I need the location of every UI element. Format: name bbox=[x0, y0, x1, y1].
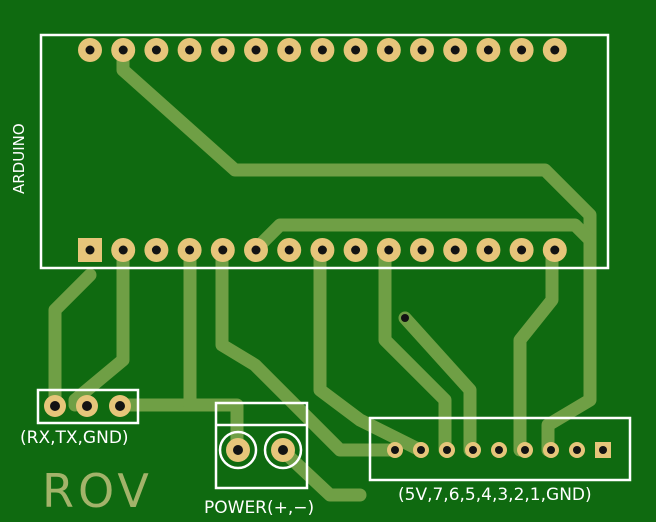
arduino-bottom-pad-drill bbox=[351, 245, 361, 255]
arduino-top-pad-drill bbox=[417, 45, 427, 55]
arduino-top-pad-drill bbox=[384, 45, 394, 55]
trace-pin5 bbox=[215, 243, 402, 457]
power-pad-plus-drill bbox=[233, 445, 243, 455]
arduino-bottom-pad-drill bbox=[151, 245, 161, 255]
trace-pin6 bbox=[248, 218, 597, 367]
arduino-bottom-pad-drill bbox=[317, 245, 327, 255]
io-pad-drill bbox=[599, 446, 607, 454]
io-pad-drill bbox=[547, 446, 555, 454]
arduino-top-pad-drill bbox=[517, 45, 527, 55]
io-pad-drill bbox=[495, 446, 503, 454]
arduino-top-pad-drill bbox=[218, 45, 228, 55]
arduino-bottom-pad-drill bbox=[251, 245, 261, 255]
power-label: POWER(+,−) bbox=[204, 498, 315, 518]
uart-pad-drill bbox=[50, 401, 60, 411]
trace-pin-via bbox=[398, 311, 477, 457]
arduino-top-pad-drill bbox=[251, 45, 261, 55]
arduino-bottom-pad-drill bbox=[450, 245, 460, 255]
io-pad-drill bbox=[443, 446, 451, 454]
uart-pad-drill bbox=[82, 401, 92, 411]
io-pad-drill bbox=[417, 446, 425, 454]
via bbox=[401, 314, 409, 322]
power-terminal-ring-minus bbox=[263, 430, 303, 470]
arduino-top-pad-drill bbox=[483, 45, 493, 55]
trace-pin8 bbox=[313, 243, 427, 457]
power-terminal-ring-plus bbox=[218, 430, 258, 470]
arduino-bottom-pad-drill bbox=[85, 245, 95, 255]
trace-power-plus bbox=[183, 398, 244, 457]
io-label: (5V,7,6,5,4,3,2,1,GND) bbox=[398, 485, 592, 505]
arduino-top-pad-drill bbox=[550, 45, 560, 55]
arduino-top-pad-drill bbox=[118, 45, 128, 55]
trace-layer bbox=[48, 45, 597, 502]
arduino-top-pad-drill bbox=[185, 45, 195, 55]
arduino-top-pad-drill bbox=[151, 45, 161, 55]
arduino-top-pad-drill bbox=[317, 45, 327, 55]
trace-power-minus bbox=[275, 443, 367, 502]
power-terminal-outline bbox=[214, 401, 309, 490]
trace-pin1-uart bbox=[48, 268, 97, 412]
trace-right-drop bbox=[541, 353, 597, 457]
arduino-top-pad-drill bbox=[284, 45, 294, 55]
power-pad-minus-drill bbox=[278, 445, 288, 455]
trace-gnd-bus bbox=[113, 243, 197, 412]
arduino-top-pad-drill bbox=[351, 45, 361, 55]
io-pad-drill bbox=[469, 446, 477, 454]
arduino-bottom-pad-drill bbox=[550, 245, 560, 255]
arduino-label: ARDUINO bbox=[10, 123, 28, 194]
arduino-bottom-pad-drill bbox=[483, 245, 493, 255]
rov-label: ROV bbox=[42, 464, 153, 518]
arduino-bottom-pad-drill bbox=[517, 245, 527, 255]
arduino-top-pad-drill bbox=[450, 45, 460, 55]
pad-layer bbox=[44, 38, 611, 462]
arduino-bottom-pad-drill bbox=[384, 245, 394, 255]
io-header-outline bbox=[368, 416, 632, 482]
trace-pin14 bbox=[513, 243, 559, 457]
trace-pin2-uart bbox=[68, 243, 130, 412]
io-pad-drill bbox=[573, 446, 581, 454]
arduino-bottom-pad-drill bbox=[118, 245, 128, 255]
arduino-bottom-pad-drill bbox=[185, 245, 195, 255]
arduino-bottom-pad-drill bbox=[218, 245, 228, 255]
arduino-outline bbox=[39, 33, 610, 270]
io-pad-drill bbox=[391, 446, 399, 454]
trace-pin10 bbox=[378, 243, 452, 457]
io-pad-drill bbox=[521, 446, 529, 454]
arduino-bottom-pad-drill bbox=[417, 245, 427, 255]
uart-pad-drill bbox=[115, 401, 125, 411]
arduino-top-pad-drill bbox=[85, 45, 95, 55]
silkscreen-layer bbox=[36, 33, 632, 490]
uart-label: (RX,TX,GND) bbox=[20, 428, 129, 448]
arduino-bottom-pad-drill bbox=[284, 245, 294, 255]
uart-header-outline bbox=[36, 388, 140, 425]
